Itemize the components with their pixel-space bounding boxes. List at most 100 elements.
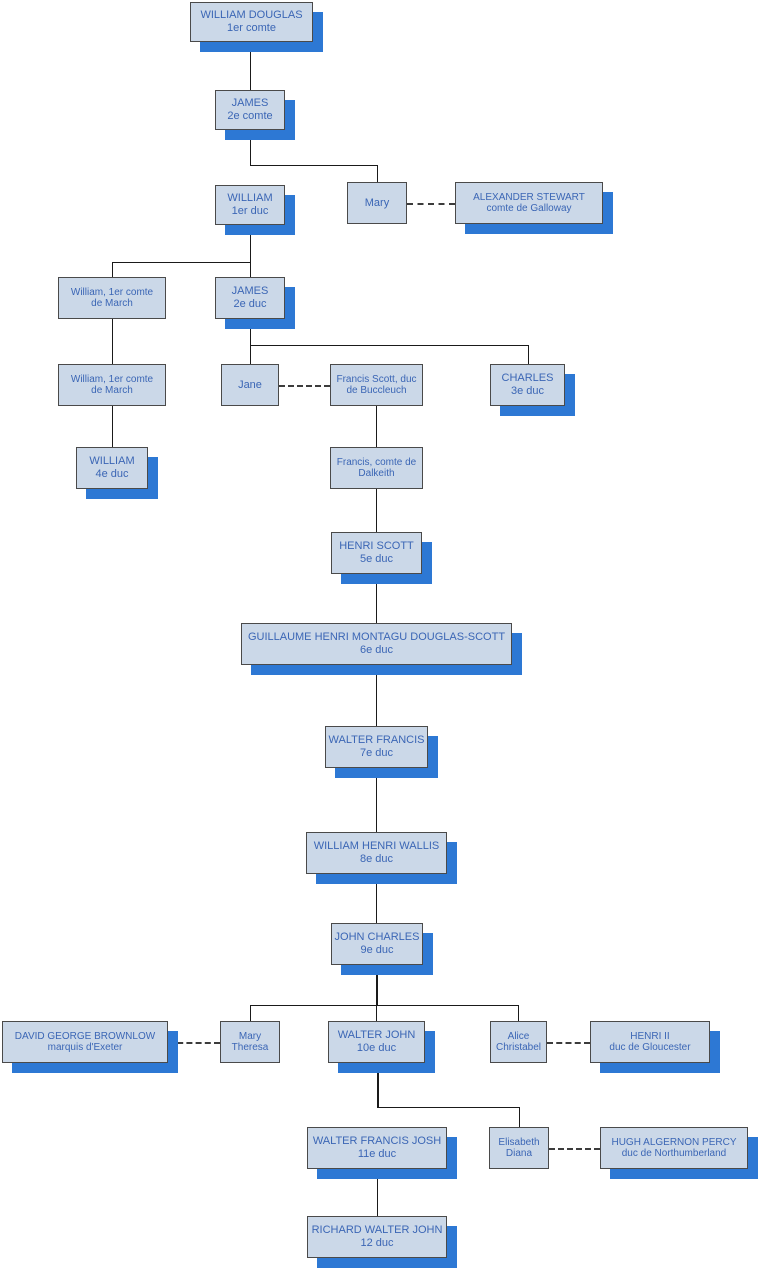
marriage-link — [549, 1148, 600, 1150]
person-name: WALTER FRANCIS — [328, 734, 425, 747]
person-title: 9e duc — [360, 944, 394, 956]
person-title: 12 duc — [360, 1237, 394, 1249]
person-name: William, 1er comte — [70, 373, 154, 385]
person-title: Diana — [505, 1148, 533, 1159]
connector-line — [377, 1107, 519, 1108]
connector-line — [250, 42, 251, 90]
person-name: HENRI II — [630, 1030, 670, 1042]
person-title: de March — [91, 385, 133, 396]
person-title: de Buccleuch — [346, 385, 407, 396]
person-name: DAVID GEORGE BROWNLOW — [14, 1030, 156, 1042]
marriage-link — [168, 1042, 220, 1044]
person-title: 10e duc — [356, 1042, 397, 1054]
person-title: duc de Gloucester — [609, 1042, 691, 1053]
connector-line — [518, 1005, 519, 1021]
connector-line — [376, 574, 377, 623]
person-name: HENRI SCOTT — [339, 540, 414, 553]
connector-line — [376, 489, 377, 532]
connector-line — [250, 225, 251, 262]
person-title: 5e duc — [359, 553, 394, 565]
person-name: Francis, comte de — [336, 456, 417, 468]
person-name: Mary — [364, 196, 390, 209]
person-title: Theresa — [231, 1042, 269, 1053]
person-title: 6e duc — [359, 644, 394, 656]
connector-line — [250, 262, 251, 277]
connector-line — [250, 130, 251, 165]
connector-line — [250, 1005, 251, 1021]
person-name: WILLIAM — [89, 455, 135, 468]
person-title: Christabel — [495, 1042, 542, 1053]
person-name: Mary — [238, 1030, 262, 1042]
connector-line — [519, 1107, 520, 1127]
person-name: ALEXANDER STEWART — [473, 191, 585, 203]
connector-line — [376, 665, 377, 726]
person-name: Francis Scott, duc — [336, 373, 417, 385]
person-title: 11e duc — [357, 1148, 397, 1160]
person-title: duc de Northumberland — [621, 1148, 727, 1159]
connector-line — [376, 406, 377, 447]
marriage-link — [547, 1042, 590, 1044]
person-title: comte de Galloway — [486, 203, 572, 214]
person-title: 2e comte — [227, 110, 273, 122]
person-name: William, 1er comte — [70, 286, 154, 298]
connector-line — [250, 1005, 519, 1006]
marriage-link — [279, 385, 330, 387]
person-name: JOHN CHARLES — [334, 931, 420, 944]
person-title: de March — [91, 298, 133, 309]
person-name: WALTER JOHN — [337, 1029, 416, 1042]
person-title: 3e duc — [510, 385, 545, 397]
person-title: 1er comte — [227, 22, 276, 34]
person-name: CHARLES — [501, 372, 554, 385]
connector-line — [250, 345, 528, 346]
person-title: 4e duc — [95, 468, 129, 480]
connector-line — [250, 165, 377, 166]
connector-line — [376, 874, 377, 923]
person-node[interactable]: Mary — [347, 182, 407, 224]
person-name: HUGH ALGERNON PERCY — [611, 1136, 737, 1148]
person-name: Elisabeth — [498, 1136, 540, 1148]
connector-line — [376, 1005, 377, 1021]
person-title: 1er duc — [231, 205, 269, 217]
connector-line — [112, 319, 113, 364]
person-name: RICHARD WALTER JOHN — [311, 1224, 443, 1237]
connector-line — [377, 165, 378, 182]
person-name: WILLIAM DOUGLAS — [200, 9, 303, 22]
person-title: Dalkeith — [358, 468, 395, 479]
connector-line — [250, 319, 251, 345]
marriage-link — [407, 203, 455, 205]
connector-line — [250, 345, 251, 364]
connector-line — [112, 262, 113, 277]
person-name: WILLIAM HENRI WALLIS — [313, 840, 440, 853]
person-name: Alice — [507, 1030, 530, 1042]
connector-line — [528, 345, 529, 364]
person-node[interactable]: Jane — [221, 364, 279, 406]
connector-line — [376, 768, 377, 832]
person-name: WALTER FRANCIS JOSH — [312, 1135, 442, 1148]
